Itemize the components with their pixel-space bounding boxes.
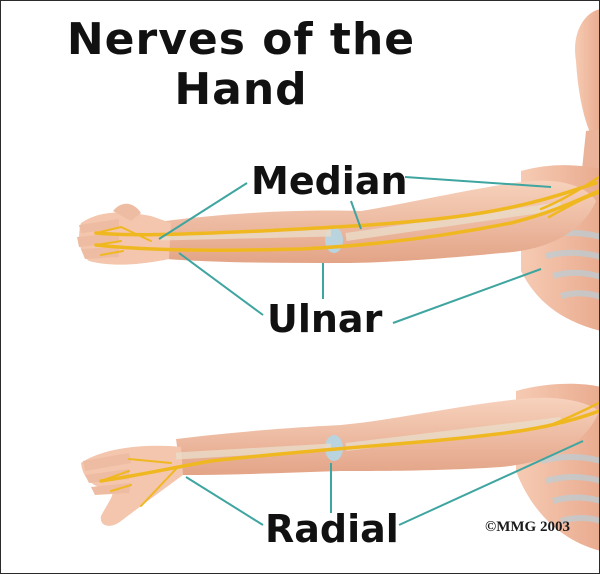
ulnar-leader-shoulder xyxy=(393,269,541,323)
lower-hand-shape xyxy=(81,446,183,526)
radial-label: Radial xyxy=(265,509,399,549)
median-label: Median xyxy=(251,161,408,201)
radial-leader-wrist xyxy=(186,477,263,525)
ulnar-label: Ulnar xyxy=(267,299,382,339)
upper-figure xyxy=(521,9,600,331)
copyright-notice: ©MMG 2003 xyxy=(485,519,570,536)
diagram-title: Nerves of the Hand xyxy=(31,15,451,115)
